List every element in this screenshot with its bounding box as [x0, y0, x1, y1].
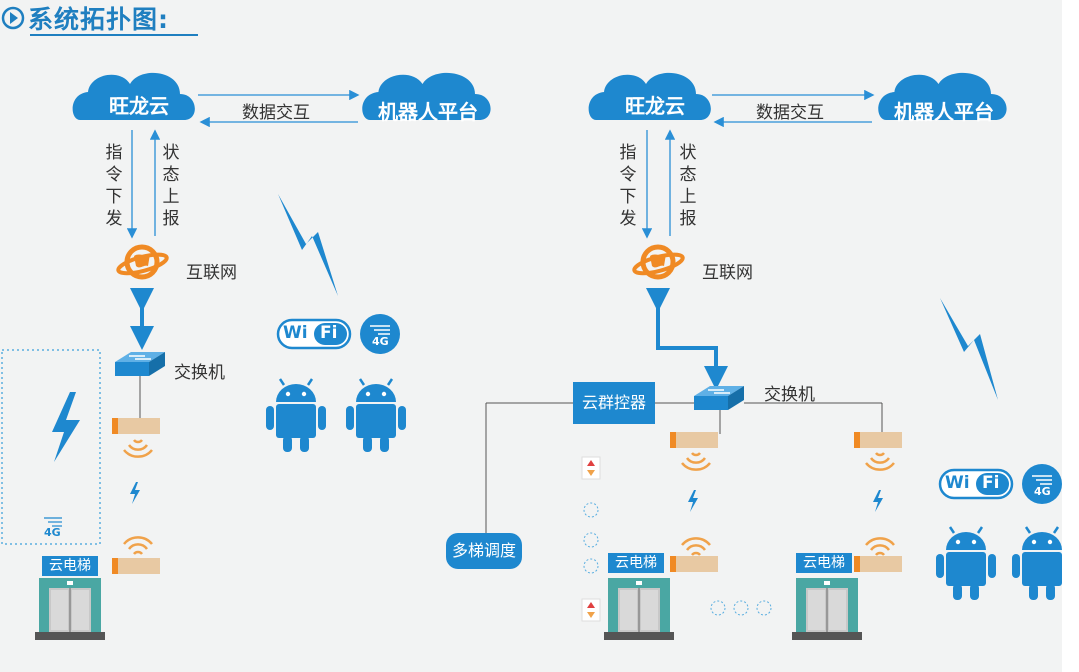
elevator-icon [603, 577, 675, 641]
lightning-icon [278, 194, 338, 296]
data-exchange-right-label: 数据交互 [756, 103, 824, 123]
play-icon [1, 6, 25, 30]
group-controller-box: 云群控器 [573, 382, 655, 424]
4g-zone-label: 4G [44, 526, 61, 539]
android-icon [344, 377, 408, 454]
lightning-icon [52, 392, 80, 462]
dot-icon [583, 558, 599, 574]
android-icon [264, 377, 328, 454]
status-up-left-label: 状态上报 [162, 143, 180, 229]
signal-icon [680, 451, 712, 471]
controller-bar-icon [670, 556, 718, 572]
dot-icon [583, 502, 599, 518]
signal-icon [122, 536, 154, 556]
multi-dispatch-box: 多梯调度 [446, 533, 522, 569]
cmd-down-left-label: 指令下发 [105, 143, 123, 229]
right-edge-strip [1062, 0, 1079, 672]
lightning-icon [940, 298, 998, 400]
link-internet-switch-right [646, 288, 728, 390]
cloud-elevator-right-1-tag: 云电梯 [608, 553, 664, 573]
android-icon [934, 525, 998, 602]
internet-left-label: 互联网 [186, 263, 237, 283]
wifi-wi-text: Wi [283, 323, 308, 343]
cloud-wanglong-right-label: 旺龙云 [625, 94, 685, 118]
4g-text: 4G [1034, 485, 1051, 498]
dot-icon [756, 600, 772, 616]
signal-icon [864, 537, 896, 557]
switch-icon [693, 385, 745, 411]
data-exchange-left-label: 数据交互 [242, 103, 310, 123]
status-up-right-label: 状态上报 [679, 143, 697, 229]
switch-left-label: 交换机 [174, 363, 225, 383]
cloud-elevator-left-tag: 云电梯 [42, 556, 98, 576]
elevator-icon [34, 577, 106, 641]
cloud-robot-right-label: 机器人平台 [894, 100, 994, 124]
cloud-robot-left-label: 机器人平台 [378, 100, 478, 124]
controller-bar-icon [670, 432, 718, 448]
internet-right-label: 互联网 [702, 263, 753, 283]
dot-icon [710, 600, 726, 616]
wifi-fi-text: Fi [320, 323, 338, 343]
switch-right-label: 交换机 [764, 385, 815, 405]
controller-bar-icon [854, 432, 902, 448]
dot-icon [583, 532, 599, 548]
bolt-icon [688, 490, 698, 512]
dot-icon [733, 600, 749, 616]
4g-icon [359, 313, 401, 355]
4g-text: 4G [372, 335, 389, 348]
page-title: 系统拓扑图: [28, 5, 169, 34]
bolt-icon [873, 490, 883, 512]
switch-icon [114, 351, 166, 377]
wifi-fi-text: Fi [982, 473, 1000, 493]
signal-icon [122, 438, 154, 458]
4g-zone-box [1, 349, 101, 545]
signal-icon [864, 451, 896, 471]
updown-indicator-icon [581, 456, 601, 480]
bolt-icon [130, 482, 140, 504]
4g-icon [1021, 463, 1063, 505]
cmd-down-right-label: 指令下发 [619, 143, 637, 229]
globe-icon [117, 247, 169, 277]
title-underline [30, 34, 198, 36]
controller-bar-icon [854, 556, 902, 572]
cloud-elevator-right-2-tag: 云电梯 [796, 553, 852, 573]
controller-bar-icon [112, 558, 160, 574]
controller-bar-icon [112, 418, 160, 434]
updown-indicator-icon [581, 598, 601, 622]
signal-icon [680, 537, 712, 557]
cloud-wanglong-left-label: 旺龙云 [109, 94, 169, 118]
wifi-wi-text: Wi [945, 473, 970, 493]
elevator-icon [791, 577, 863, 641]
globe-icon [633, 247, 685, 277]
